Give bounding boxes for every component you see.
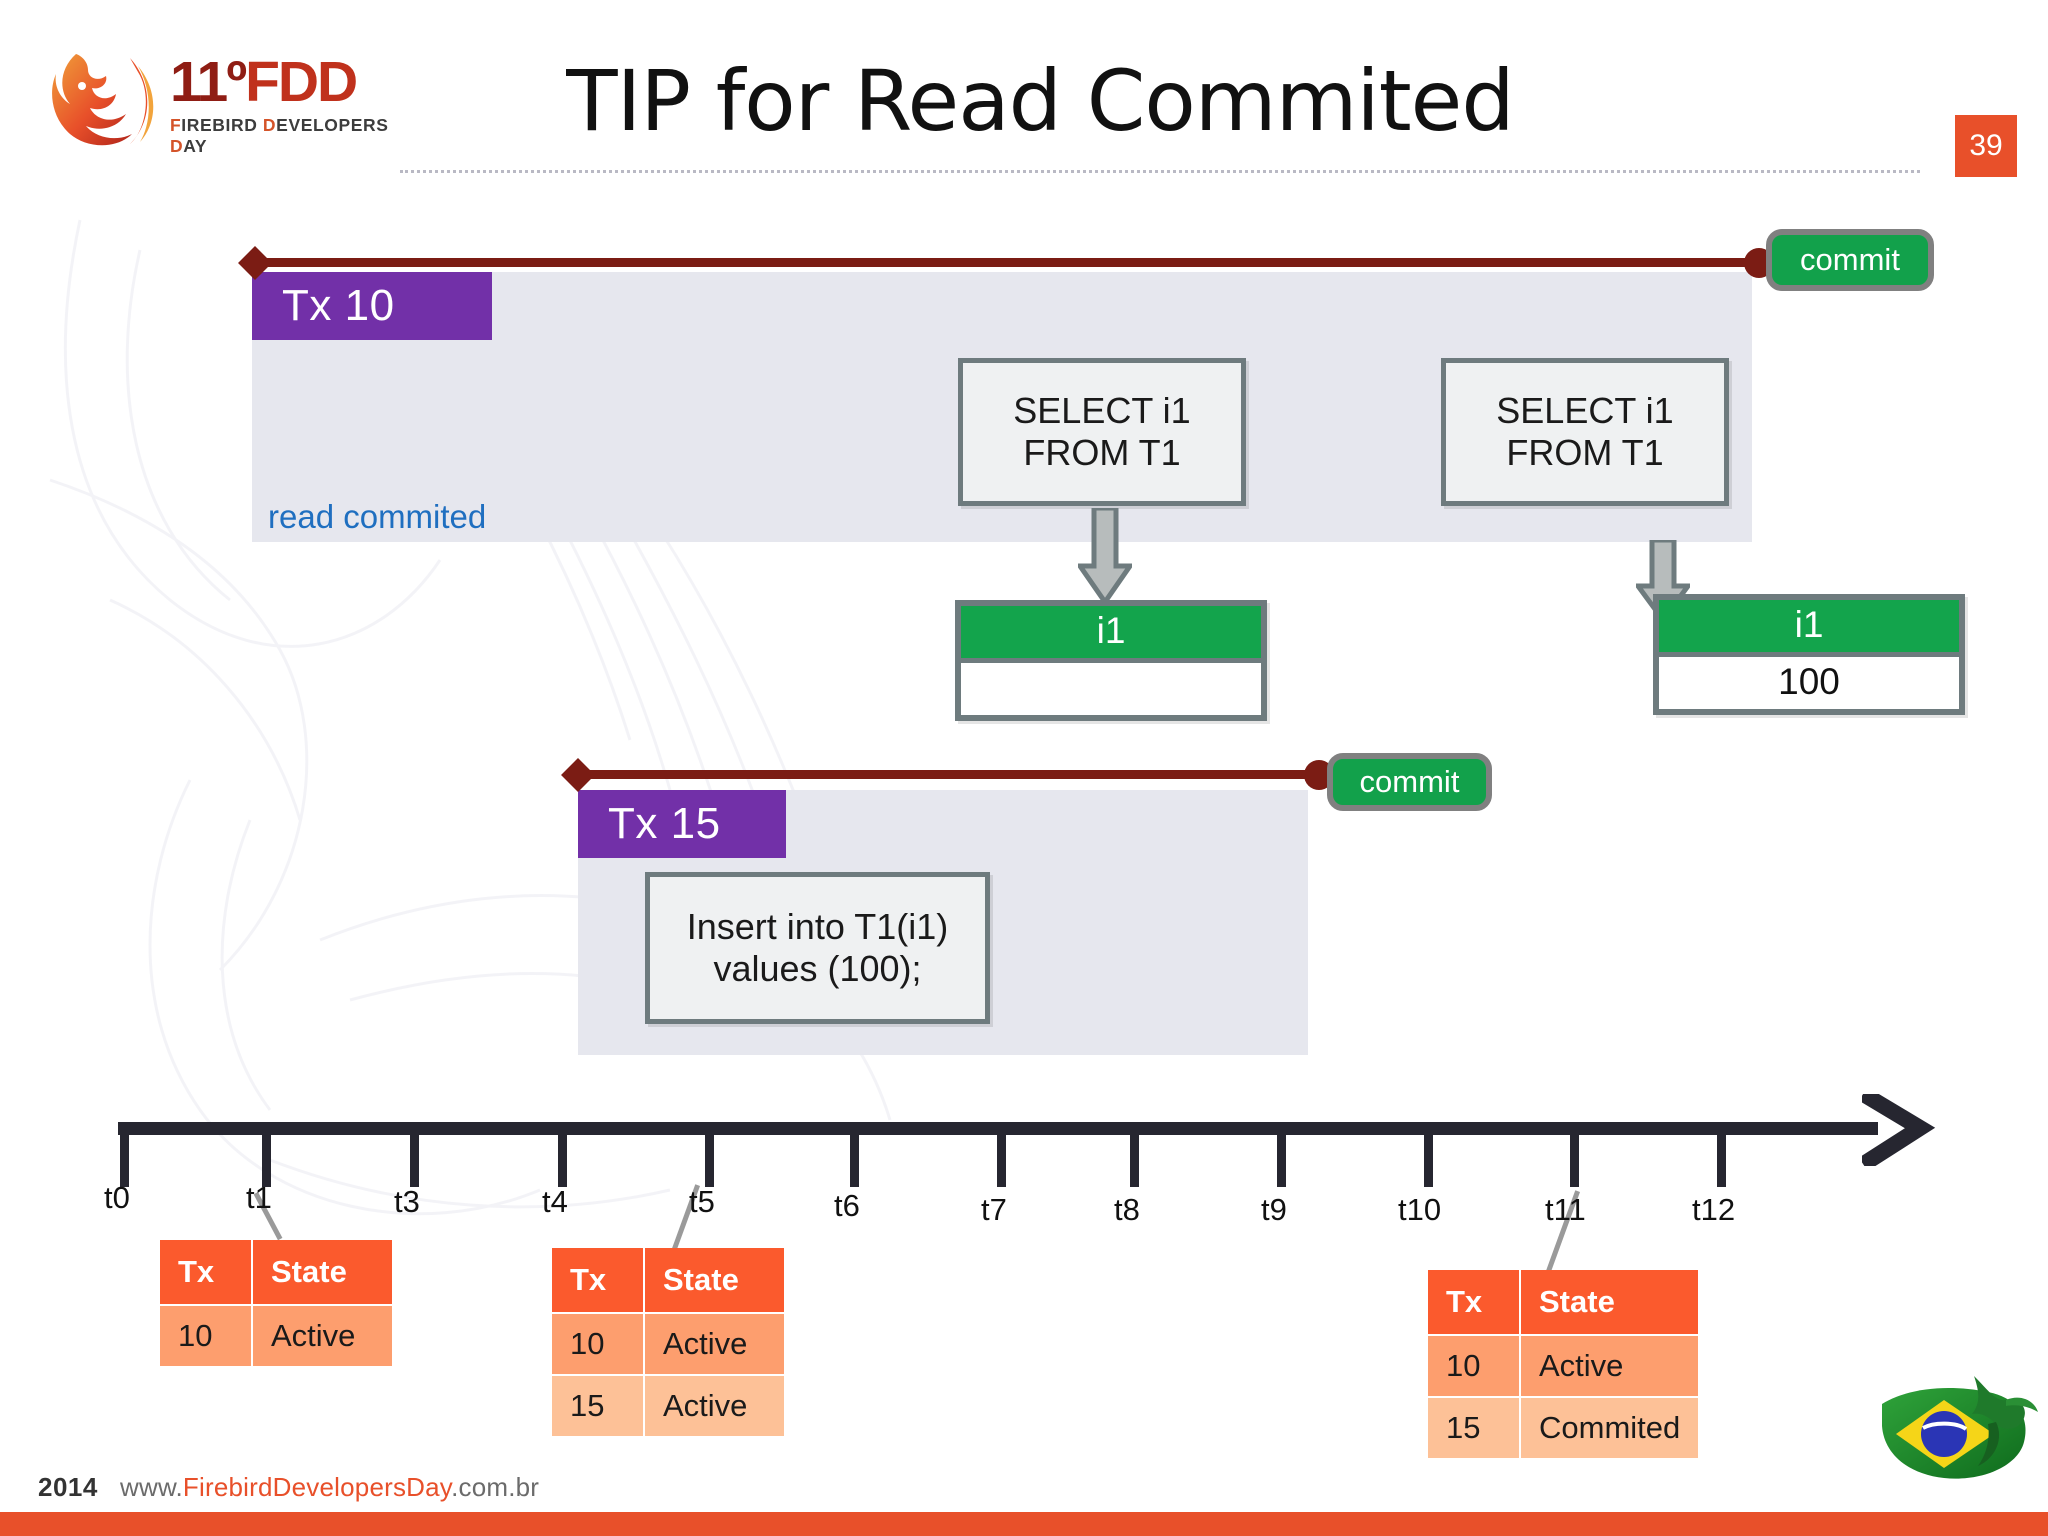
cell-state: Active bbox=[644, 1375, 784, 1438]
cell-tx: 10 bbox=[552, 1313, 645, 1376]
footer-url: www.FirebirdDevelopersDay.com.br bbox=[120, 1472, 539, 1503]
tick-label-t9: t9 bbox=[1261, 1192, 1287, 1227]
cell-state: Active bbox=[644, 1313, 784, 1376]
state-table: Tx State 10 Active 15 Active bbox=[552, 1248, 784, 1438]
logo-fdd: FDD bbox=[245, 50, 358, 114]
cell-tx: 15 bbox=[1428, 1397, 1521, 1460]
brazil-flag-icon bbox=[1882, 1376, 2038, 1479]
table-row: 15 Active bbox=[552, 1375, 784, 1438]
state-table: Tx State 10 Active bbox=[160, 1240, 392, 1368]
tick-t3 bbox=[410, 1135, 419, 1187]
tick-t9 bbox=[1277, 1135, 1286, 1187]
state-table-3: Tx State 10 Active 15 Commited bbox=[1428, 1270, 1699, 1460]
tick-t4 bbox=[558, 1135, 567, 1187]
state-table: Tx State 10 Active 15 Commited bbox=[1428, 1270, 1699, 1460]
logo-wordmark: 11ºFDD FIREBIRD DEVELOPERS DAY bbox=[170, 54, 402, 157]
sql-line-2: FROM T1 bbox=[1506, 432, 1664, 473]
tx15-timeline-line bbox=[574, 770, 1324, 779]
result-value: 100 bbox=[1659, 652, 1959, 709]
cell-state: Commited bbox=[1520, 1397, 1699, 1460]
tick-label-t8: t8 bbox=[1114, 1192, 1140, 1227]
sql-line-1: SELECT i1 bbox=[1013, 390, 1191, 432]
column-header-tx: Tx bbox=[1428, 1270, 1521, 1336]
column-header-tx: Tx bbox=[160, 1240, 253, 1306]
tick-label-t7: t7 bbox=[981, 1192, 1007, 1227]
tx10-label: Tx 10 bbox=[252, 272, 492, 340]
tx10-result-table-2: i1 100 bbox=[1653, 594, 1965, 715]
fdd-logo: 11ºFDD FIREBIRD DEVELOPERS DAY bbox=[42, 46, 402, 156]
cell-tx: 10 bbox=[1428, 1335, 1521, 1398]
table-row: 15 Commited bbox=[1428, 1397, 1699, 1460]
result-value bbox=[961, 658, 1261, 715]
column-header-state: State bbox=[644, 1248, 784, 1314]
tx10-commit-button[interactable]: commit bbox=[1766, 229, 1934, 291]
tx10-timeline-line bbox=[250, 258, 1760, 267]
tick-t7 bbox=[997, 1135, 1006, 1187]
tick-t12 bbox=[1717, 1135, 1726, 1187]
cell-state: Active bbox=[1520, 1335, 1699, 1398]
table-header-row: Tx State bbox=[1428, 1270, 1699, 1336]
cell-state: Active bbox=[252, 1305, 392, 1368]
tick-label-t11: t11 bbox=[1545, 1192, 1586, 1227]
table-header-row: Tx State bbox=[160, 1240, 392, 1306]
result-header: i1 bbox=[1659, 600, 1959, 652]
logo-main-text: 11ºFDD bbox=[170, 54, 402, 111]
tx10-arrow-1 bbox=[1078, 508, 1132, 604]
state-table-2: Tx State 10 Active 15 Active bbox=[552, 1248, 784, 1438]
tick-t6 bbox=[850, 1135, 859, 1187]
cell-tx: 15 bbox=[552, 1375, 645, 1438]
tick-t10 bbox=[1424, 1135, 1433, 1187]
tx15-insert-box: Insert into T1(i1) values (100); bbox=[645, 872, 990, 1024]
tx15-commit-button[interactable]: commit bbox=[1327, 753, 1492, 811]
footer-accent-bar bbox=[0, 1512, 2048, 1536]
firebird-bird-icon bbox=[52, 54, 154, 146]
tick-label-t4: t4 bbox=[542, 1184, 568, 1219]
table-row: 10 Active bbox=[552, 1313, 784, 1376]
sql-line-1: Insert into T1(i1) bbox=[686, 906, 949, 948]
header-divider bbox=[400, 170, 1920, 173]
footer-year: 2014 bbox=[38, 1472, 98, 1502]
sql-line-2: FROM T1 bbox=[1023, 432, 1181, 473]
tx10-result-table-1: i1 bbox=[955, 600, 1267, 721]
sql-line-2: values (100); bbox=[713, 948, 922, 989]
tick-t8 bbox=[1130, 1135, 1139, 1187]
cell-tx: 10 bbox=[160, 1305, 253, 1368]
tick-label-t12: t12 bbox=[1692, 1192, 1736, 1227]
url-prefix: www. bbox=[120, 1472, 183, 1502]
sql-line-1: SELECT i1 bbox=[1496, 390, 1674, 432]
logo-number: 11º bbox=[170, 50, 247, 114]
tx10-select-box-2: SELECT i1 FROM T1 bbox=[1441, 358, 1729, 506]
tick-t5 bbox=[705, 1135, 714, 1187]
column-header-tx: Tx bbox=[552, 1248, 645, 1314]
state-table-1: Tx State 10 Active bbox=[160, 1240, 392, 1368]
tick-label-t0: t0 bbox=[104, 1180, 130, 1215]
url-brand: FirebirdDevelopersDay bbox=[182, 1472, 452, 1502]
tick-label-t1: t1 bbox=[246, 1180, 272, 1215]
tx10-isolation-label: read commited bbox=[268, 498, 487, 535]
result-header: i1 bbox=[961, 606, 1261, 658]
page-number-badge: 39 bbox=[1955, 115, 2017, 177]
tick-t0 bbox=[120, 1135, 129, 1187]
tick-t11 bbox=[1570, 1135, 1579, 1187]
url-suffix: .com.br bbox=[451, 1472, 540, 1502]
logo-tagline: FIREBIRD DEVELOPERS DAY bbox=[170, 115, 389, 156]
table-row: 10 Active bbox=[160, 1305, 392, 1368]
table-row: 10 Active bbox=[1428, 1335, 1699, 1398]
timeline-axis bbox=[118, 1122, 1878, 1135]
tick-label-t6: t6 bbox=[834, 1188, 860, 1223]
page-title: TIP for Read Commited bbox=[566, 52, 1514, 150]
column-header-state: State bbox=[1520, 1270, 1699, 1336]
tx15-start-marker bbox=[561, 758, 595, 792]
column-header-state: State bbox=[252, 1240, 392, 1306]
table-header-row: Tx State bbox=[552, 1248, 784, 1314]
tick-label-t3: t3 bbox=[394, 1184, 420, 1219]
tick-label-t10: t10 bbox=[1398, 1192, 1442, 1227]
tx10-select-box-1: SELECT i1 FROM T1 bbox=[958, 358, 1246, 506]
timeline-arrowhead bbox=[1862, 1094, 1936, 1166]
tick-label-t5: t5 bbox=[689, 1184, 715, 1219]
tx15-label: Tx 15 bbox=[578, 790, 786, 858]
